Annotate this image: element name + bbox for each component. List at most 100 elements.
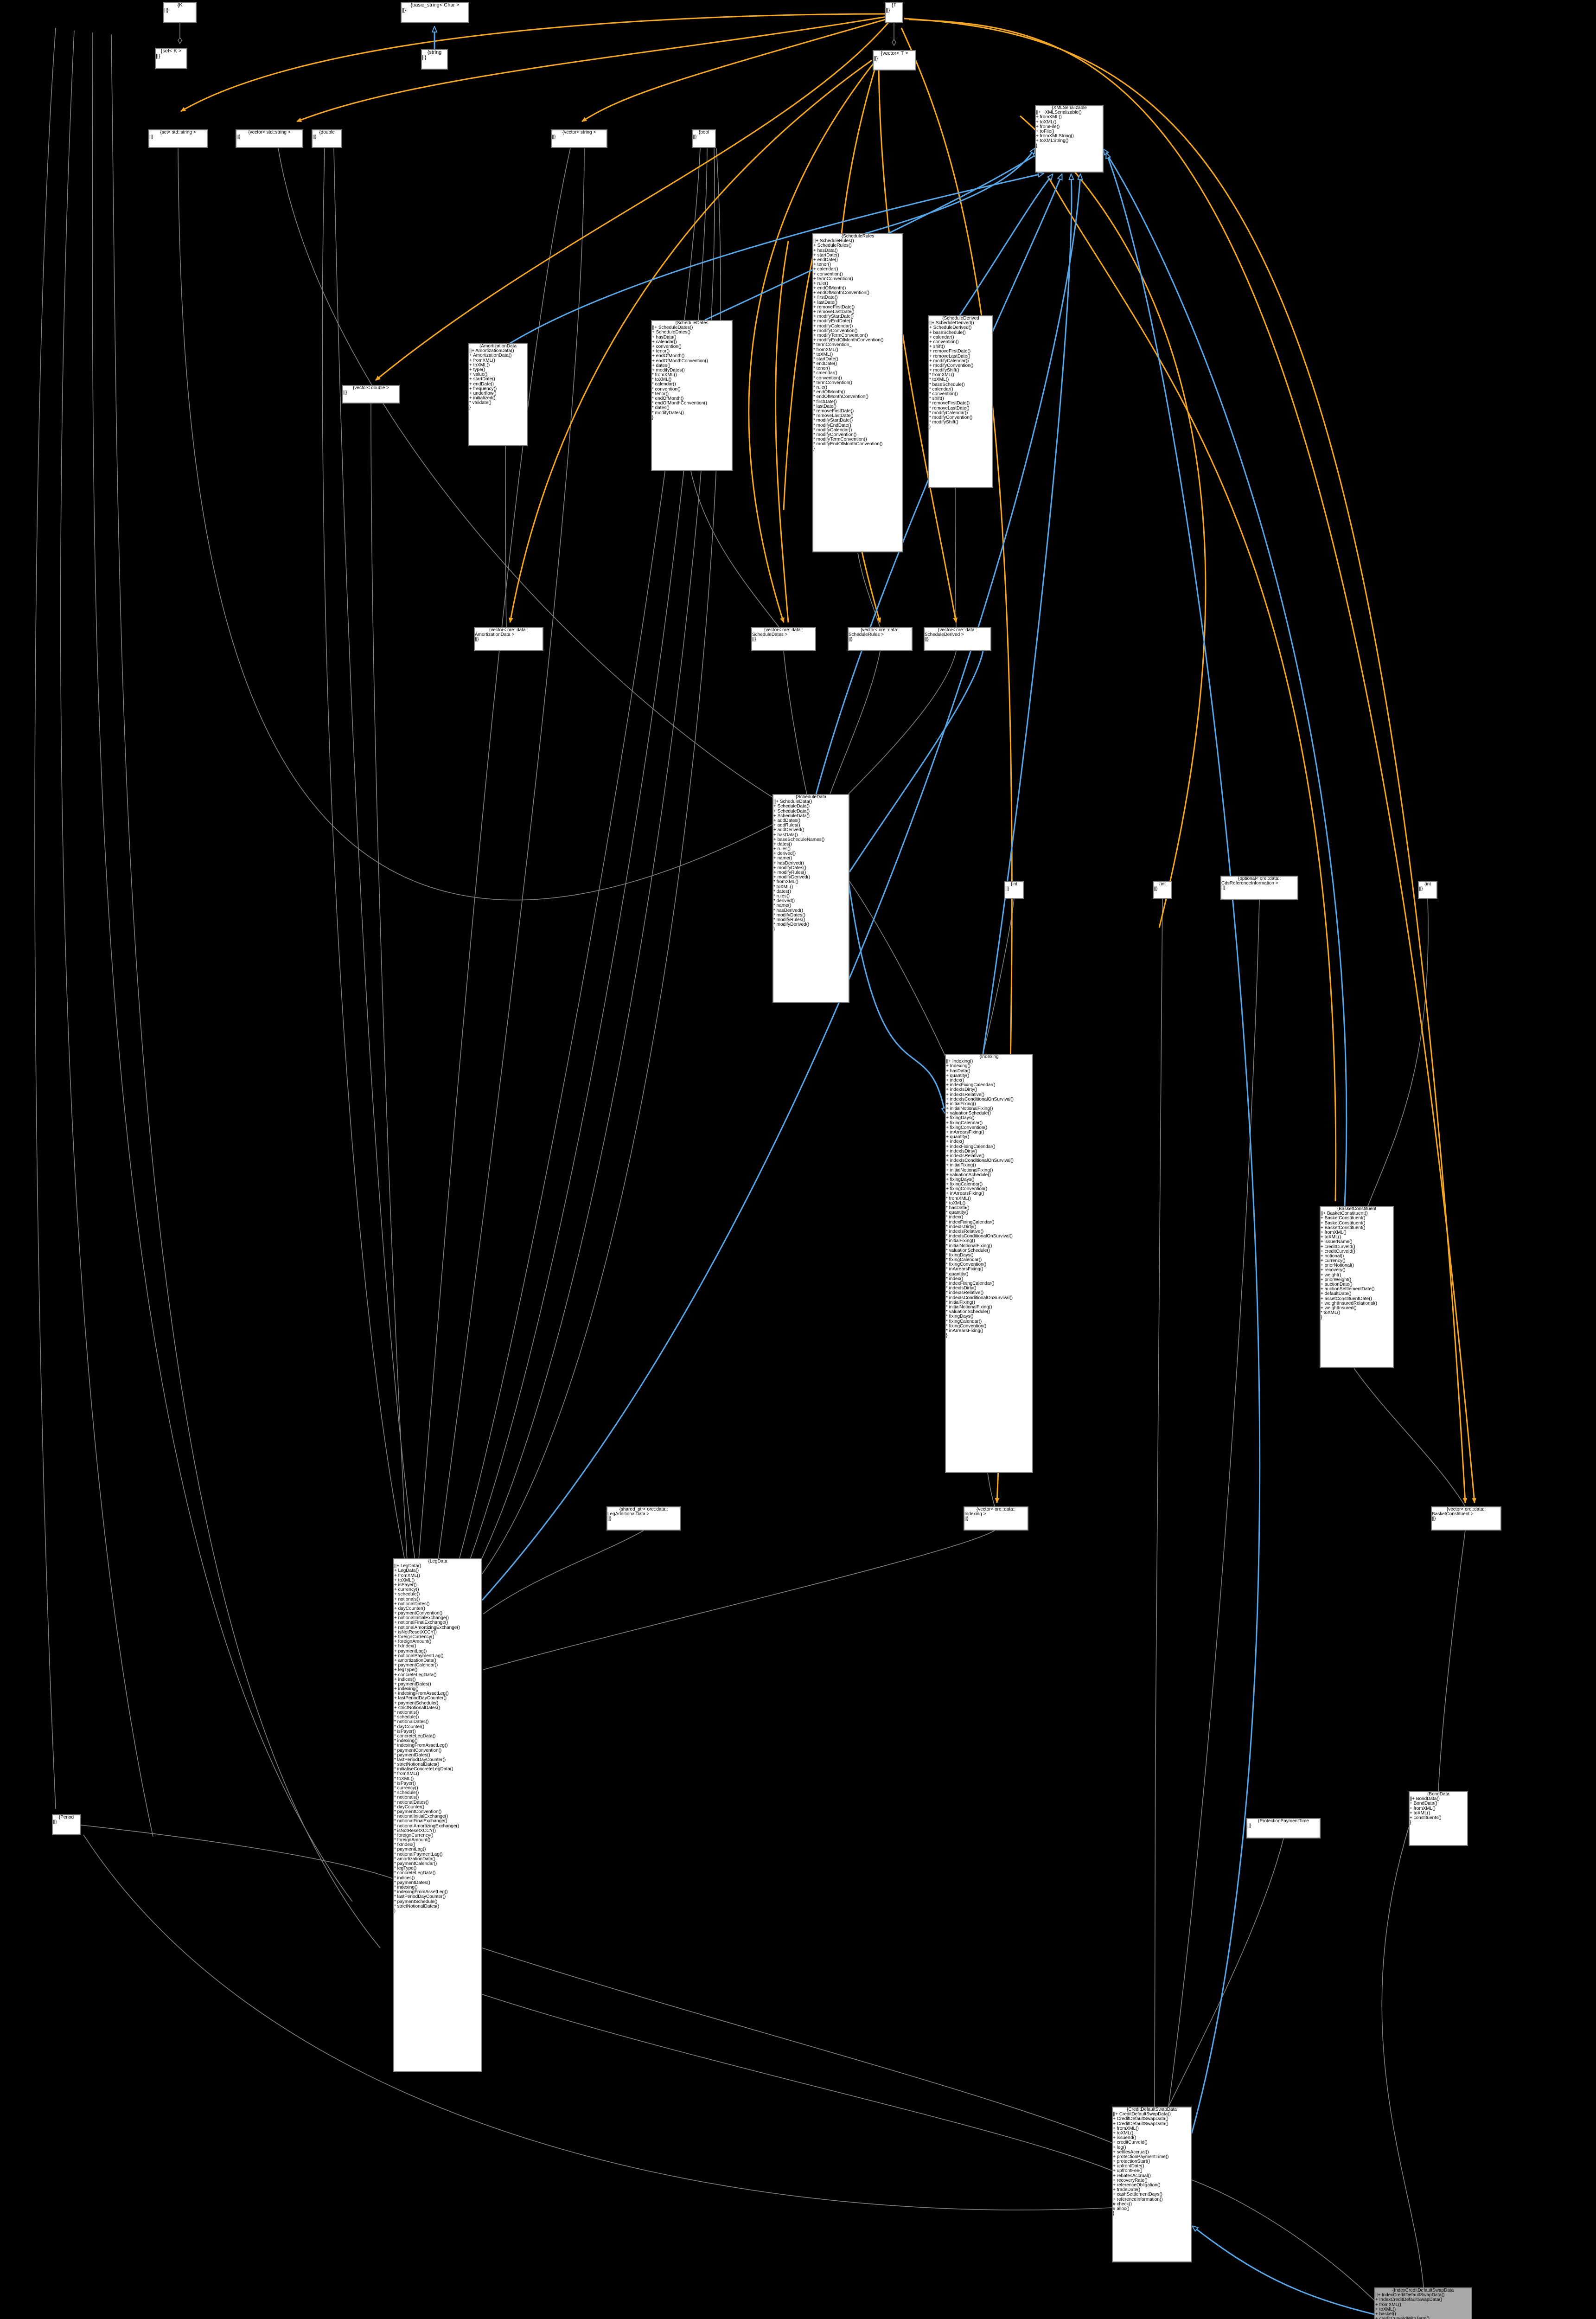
uml-class-member: + initialized() <box>469 396 496 401</box>
uml-class-member: ||+ ScheduleData() <box>773 799 812 805</box>
uml-class-node-ScheduleRules[interactable]: {ScheduleRules||+ ScheduleRules()+ Sched… <box>812 233 903 552</box>
uml-class-node-BondData[interactable]: {BondData||+ BondData()+ BondData()+ fro… <box>1409 1791 1468 1846</box>
uml-class-title: {vector< std::string > <box>248 130 291 135</box>
uml-class-node-LegData[interactable]: {LegData||+ LegData()+ LegData()+ fromXM… <box>393 1558 482 2072</box>
uml-class-member: + CreditDefaultSwapData() <box>1113 2116 1168 2122</box>
uml-class-member: * modifyEndOfMonthConvention() <box>813 442 883 447</box>
uml-class-member: * currency() <box>394 1786 418 1791</box>
uml-class-member: + modifyDates() <box>652 367 685 373</box>
uml-class-node-vector_string[interactable]: {vector< string >||} <box>551 129 607 148</box>
uml-class-member: + quantity() <box>946 1134 970 1140</box>
uml-class-node-optional_CdsReferenceInformation[interactable]: {optional< ore::data::CdsReferenceInform… <box>1220 876 1298 900</box>
uml-class-member: + hasDerived() <box>773 860 804 866</box>
uml-class-member: * concreteLegData() <box>394 1733 436 1739</box>
uml-class-member: + AmortizationData() <box>469 353 512 359</box>
uml-class-title: {vector< ore::data:: <box>489 628 529 633</box>
uml-class-title: {ScheduleRules <box>841 234 875 239</box>
uml-class-member: + indexIsRelative() <box>946 1092 985 1097</box>
uml-class-member: + frequency() <box>469 386 497 391</box>
uml-class-member: + currency() <box>1321 1258 1346 1264</box>
uml-class-node-double[interactable]: {double||} <box>312 129 342 148</box>
uml-class-member: * paymentLag() <box>394 1847 426 1852</box>
uml-class-node-string[interactable]: {string||} <box>421 49 448 70</box>
uml-class-node-CreditDefaultSwapData[interactable]: {CreditDefaultSwapData||+ CreditDefaultS… <box>1112 2107 1192 2262</box>
uml-class-node-vector_ScheduleRules[interactable]: {vector< ore::data::ScheduleRules >||} <box>848 627 913 651</box>
uml-class-member: # check() <box>1113 2201 1132 2207</box>
uml-class-member: * calendar() <box>929 386 953 392</box>
uml-class-node-vector_std_string[interactable]: {vector< std::string >||} <box>236 129 303 148</box>
uml-class-member: + convention() <box>652 344 682 349</box>
uml-class-node-int2[interactable]: {int||} <box>1153 881 1172 899</box>
uml-class-node-shared_ptr_LegAdditionalData[interactable]: {shared_ptr< ore::data::LegAdditionalDat… <box>606 1506 681 1531</box>
uml-class-member: + inArrearsFixing() <box>946 1130 984 1135</box>
uml-class-member: + valuationSchedule() <box>946 1172 991 1178</box>
uml-class-member: + dates() <box>652 363 670 368</box>
uml-class-node-ProtectionPaymentTime[interactable]: {ProtectionPaymentTime||} <box>1246 1818 1321 1839</box>
uml-class-node-vector_T[interactable]: {vector< T >||} <box>873 50 916 70</box>
uml-class-member: + shift() <box>929 344 945 350</box>
uml-class-node-Indexing[interactable]: {Indexing||+ Indexing()+ Indexing()+ has… <box>945 1054 1033 1473</box>
uml-class-node-int1[interactable]: {int||} <box>1004 881 1024 899</box>
uml-class-member: } <box>394 1908 396 1914</box>
uml-class-member: + ScheduleData() <box>773 813 810 819</box>
uml-class-node-vector_double[interactable]: {vector< double >||} <box>342 385 400 404</box>
uml-class-node-vector_ScheduleDates[interactable]: {vector< ore::data::ScheduleDates >||} <box>751 627 816 651</box>
uml-class-member: ScheduleDerived > <box>925 632 964 638</box>
uml-class-member: + ScheduleRules() <box>813 243 852 249</box>
uml-class-member: * modifyConvention() <box>929 415 973 420</box>
uml-class-member: ||} <box>53 1819 57 1825</box>
uml-class-member: + paymentConvention() <box>394 1611 443 1616</box>
uml-class-member: + ScheduleDates() <box>652 330 691 335</box>
uml-class-node-set_K[interactable]: {set< K >||} <box>155 48 187 69</box>
uml-class-node-vector_BasketConstituent[interactable]: {vector< ore::data::BasketConstituent >|… <box>1431 1506 1501 1531</box>
uml-class-node-set_std_string[interactable]: {set< std::string >||} <box>148 129 208 148</box>
uml-class-member: + BasketConstituent() <box>1321 1225 1366 1230</box>
uml-class-node-ScheduleDates[interactable]: {ScheduleDates||+ ScheduleDates()+ Sched… <box>651 320 733 471</box>
uml-class-member: + calendar() <box>929 334 954 340</box>
uml-class-member: + endOfMonthConvention() <box>652 358 708 364</box>
uml-class-member: } <box>469 405 471 410</box>
uml-class-title: {Indexing <box>979 1054 999 1059</box>
uml-class-node-vector_AmortizationData[interactable]: {vector< ore::data::AmortizationData >||… <box>474 627 543 651</box>
uml-class-member: + underflow() <box>469 391 497 396</box>
uml-class-member: * toXML() <box>652 377 672 383</box>
uml-class-title: {ScheduleDates <box>675 320 709 326</box>
uml-class-member: + priorNotional() <box>1321 1263 1354 1268</box>
uml-class-member: * notionalDates() <box>394 1719 429 1725</box>
uml-class-member: ||} <box>874 56 878 62</box>
uml-class-node-bool[interactable]: {bool||} <box>692 129 716 148</box>
uml-class-member: + addDerived() <box>773 827 804 833</box>
uml-class-member: * modifyEndDate() <box>813 423 851 428</box>
uml-class-member: * indexIsConditionalOnSurvival() <box>946 1234 1013 1239</box>
uml-class-node-IndexCreditDefaultSwapData[interactable]: {IndexCreditDefaultSwapData||+ IndexCred… <box>1374 2287 1472 2319</box>
uml-class-node-AmortizationData[interactable]: {AmortizationData||+ AmortizationData()+… <box>468 343 528 446</box>
uml-class-member: + BondData() <box>1410 1801 1437 1807</box>
uml-class-node-Period[interactable]: {Period||} <box>52 1814 81 1835</box>
uml-class-member: + indices() <box>394 1677 416 1682</box>
uml-class-node-vector_Indexing[interactable]: {vector< ore::data::Indexing >||} <box>964 1506 1028 1531</box>
uml-class-title: {bool <box>698 130 709 135</box>
uml-class-title: {set< std::string > <box>160 130 196 135</box>
uml-class-title: {vector< string > <box>562 130 596 135</box>
uml-class-member: + weightInsured() <box>1321 1305 1357 1311</box>
uml-class-member: + removeFirstDate() <box>813 304 855 310</box>
uml-class-member: * indices() <box>394 1875 415 1881</box>
uml-class-node-T[interactable]: {T||} <box>885 2 903 23</box>
uml-class-member: } <box>1036 143 1038 148</box>
uml-class-member: * legType() <box>394 1866 417 1871</box>
uml-class-node-ScheduleDerived[interactable]: {ScheduleDerived||+ ScheduleDerived()+ S… <box>928 315 993 488</box>
uml-class-node-int3[interactable]: {int||} <box>1418 881 1437 899</box>
uml-class-node-ScheduleData[interactable]: {ScheduleData||+ ScheduleData()+ Schedul… <box>772 794 849 1003</box>
uml-class-member: ||} <box>313 135 317 140</box>
uml-class-node-vector_ScheduleDerived[interactable]: {vector< ore::data::ScheduleDerived >||} <box>924 627 991 651</box>
uml-class-member: + isNotResetXCCY() <box>394 1629 437 1635</box>
uml-class-member: * endDate() <box>813 361 837 367</box>
uml-class-node-K[interactable]: {K||} <box>163 2 197 23</box>
uml-class-member: + cashSettlementDays() <box>1113 2192 1162 2197</box>
uml-class-node-basic_string_Char[interactable]: {basic_string< Char >||} <box>401 2 469 23</box>
uml-class-member: + strictNotionalDates() <box>394 1705 440 1710</box>
uml-class-node-BasketConstituent[interactable]: {BasketConstituent||+ BasketConstituent(… <box>1320 1206 1394 1368</box>
uml-class-node-XMLSerializable[interactable]: {XMLSerializable||+ ~XMLSerializable()+ … <box>1035 105 1104 173</box>
uml-class-member: + BasketConstituent() <box>1321 1220 1366 1226</box>
